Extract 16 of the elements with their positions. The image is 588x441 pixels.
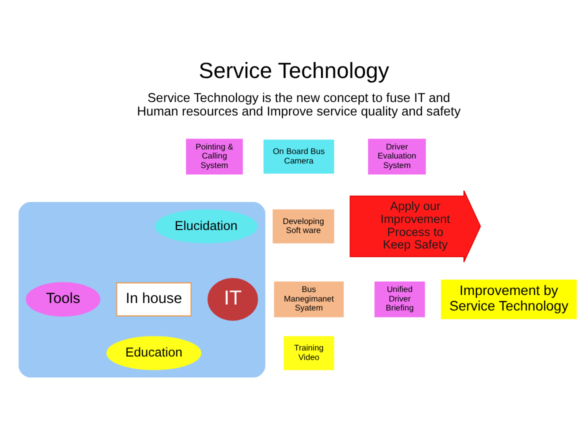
cluster (18, 202, 266, 378)
node-ellipse: Elucidation (154, 209, 258, 244)
node-box: Bus Manegimanet Syatem (274, 281, 344, 318)
node-ellipse: Education (106, 336, 202, 370)
node-box: Developing Soft ware (272, 209, 334, 244)
node-ellipse: Tools (26, 282, 100, 317)
node-box: Unified Driver Briefing (374, 281, 425, 318)
node-box: In house (116, 282, 192, 316)
node-box: Improvement by Service Technology (440, 280, 577, 320)
node-box: On Board Bus Camera (264, 140, 334, 174)
node-box: Driver Evaluation System (368, 138, 426, 175)
node-box: Training Video (284, 336, 334, 370)
node-box: Pointing & Calling System (186, 138, 243, 175)
diagram-title: Service Technology (198, 58, 390, 83)
node-ellipse: IT (208, 278, 258, 321)
label: Service Technology is the new concept to fuse IT and Human resources and Improve service quality and safety (136, 90, 461, 119)
